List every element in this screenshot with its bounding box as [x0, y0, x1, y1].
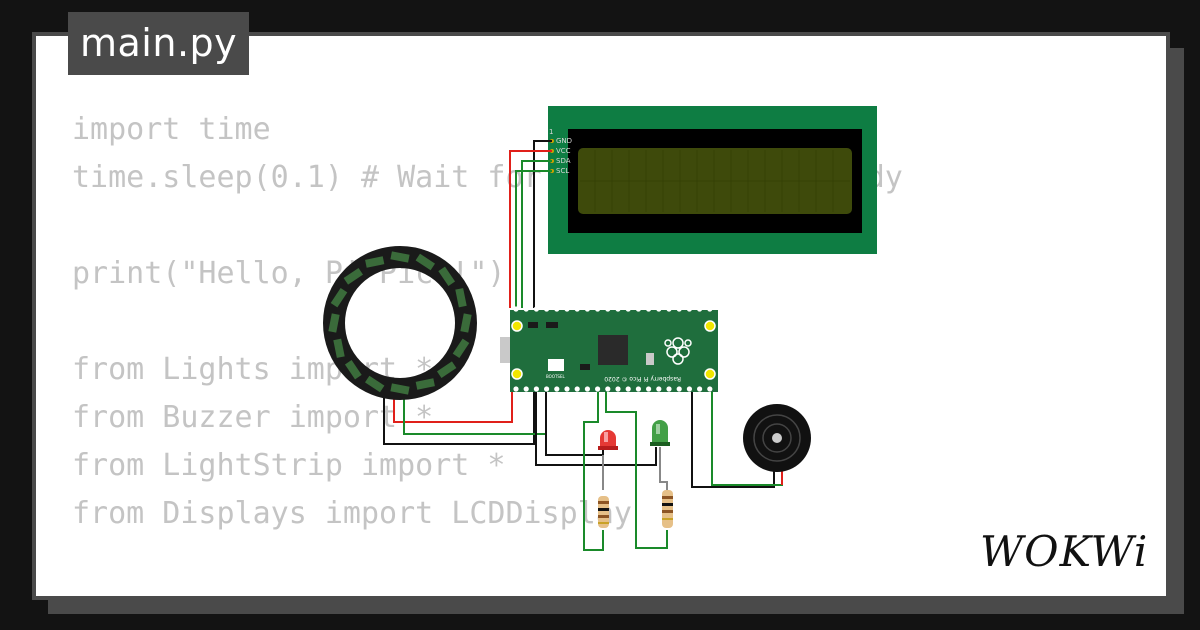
pico-pin — [523, 386, 529, 392]
lcd-pin-label: SCL — [556, 167, 569, 175]
resistor[interactable] — [662, 490, 673, 528]
ring-led-pixel — [415, 378, 435, 390]
pico-pin — [615, 386, 621, 392]
ring-led-pixel — [365, 256, 385, 268]
red-led[interactable] — [598, 430, 618, 450]
neopixel-ring[interactable] — [323, 246, 477, 400]
pico-pin — [605, 306, 611, 312]
ring-led-pixel — [343, 267, 363, 285]
pico-pin — [584, 386, 591, 392]
code-line: from Buzzer import * — [72, 400, 434, 435]
raspberry-logo-icon — [664, 337, 692, 365]
ring-led-pixel — [344, 360, 362, 380]
pico-pin — [666, 386, 672, 392]
pico-pin — [676, 386, 682, 392]
ring-led-pixel — [460, 313, 472, 333]
ring-led-pixel — [328, 313, 340, 333]
pico-pin — [544, 306, 550, 312]
pico-pin — [574, 386, 580, 392]
lcd-pin-label: VCC — [556, 147, 571, 155]
pico-pin — [554, 306, 560, 312]
pico-pin — [697, 386, 703, 392]
wires — [383, 140, 783, 551]
pico-pin — [707, 306, 713, 312]
code-line: import time — [72, 112, 271, 147]
raspberry-pi-pico[interactable]: Raspberry Pi Pico © 2020 BOOTSEL — [500, 306, 718, 392]
file-tab[interactable]: main.py — [68, 12, 250, 75]
pico-label: Raspberry Pi Pico © 2020 — [604, 375, 681, 382]
ring-led-pixel — [333, 338, 345, 358]
pico-pin — [595, 386, 601, 392]
ring-led-pixel — [415, 253, 436, 271]
pico-pin — [513, 386, 519, 392]
pico-pin — [646, 386, 652, 392]
buzzer[interactable] — [743, 404, 811, 472]
lcd-pin-label: GND — [556, 137, 572, 145]
pico-pin — [625, 386, 631, 392]
bootsel-label: BOOTSEL — [546, 374, 565, 379]
ring-led-pixel — [330, 287, 348, 308]
pico-pin — [554, 386, 560, 392]
ring-led-pixel — [455, 288, 467, 308]
ring-led-pixel — [390, 383, 410, 395]
pico-pin — [513, 306, 519, 312]
pico-pin — [595, 306, 601, 312]
ring-led-pixel — [452, 338, 470, 359]
pico-pin — [584, 306, 591, 312]
pico-pin — [646, 306, 652, 312]
pico-pin — [686, 306, 693, 312]
pico-pin — [615, 306, 621, 312]
code-line: from LightStrip import * — [72, 448, 506, 483]
pico-pin — [533, 306, 540, 312]
pico-pin — [533, 386, 540, 392]
green-led[interactable] — [650, 420, 670, 446]
pico-pin — [625, 306, 631, 312]
pico-pin — [676, 306, 682, 312]
lcd-pin-label: 1 — [549, 128, 553, 136]
logo-text: WOKWi — [980, 528, 1148, 576]
ring-led-pixel — [390, 251, 410, 263]
lcd-display[interactable]: 1 GND VCC SDA SCL — [548, 106, 877, 254]
pico-pin — [656, 306, 662, 312]
pico-pin — [635, 386, 642, 392]
ring-led-pixel — [437, 361, 457, 379]
pico-pin — [697, 306, 703, 312]
pico-pin — [686, 386, 693, 392]
pico-pin — [564, 306, 570, 312]
pico-pin — [544, 386, 550, 392]
pico-pin — [635, 306, 642, 312]
pico-pin — [523, 306, 529, 312]
resistor[interactable] — [598, 496, 609, 528]
pico-pin — [605, 386, 611, 392]
ring-led-pixel — [438, 266, 456, 286]
pico-pin — [656, 386, 662, 392]
pico-pin — [564, 386, 570, 392]
ring-led-pixel — [364, 375, 385, 393]
code-line: redLight = Light(0, "Red Light LED") — [72, 586, 903, 596]
pico-pin — [707, 386, 713, 392]
lcd-pin-label: SDA — [556, 157, 571, 165]
wokwi-logo[interactable]: WOKWi — [978, 528, 1150, 580]
pico-pin — [574, 306, 580, 312]
pico-pin — [666, 306, 672, 312]
